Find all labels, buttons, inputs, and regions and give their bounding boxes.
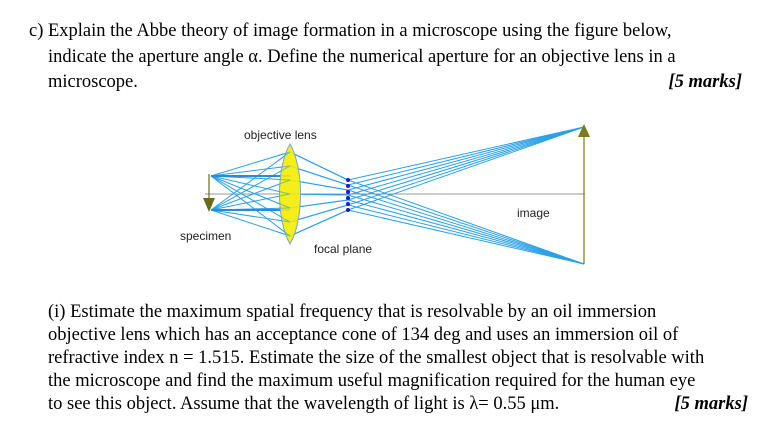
ray [277, 190, 291, 195]
ray [210, 175, 291, 237]
question-i-line-5: to see this object. Assume that the wave… [48, 394, 560, 414]
ray [277, 214, 291, 223]
ray [347, 199, 585, 265]
ray [289, 151, 349, 181]
label-focal-plane: focal plane [314, 242, 372, 256]
question-c-line-2: indicate the aperture angle α. Define th… [48, 47, 676, 67]
specimen-arrow [203, 174, 215, 212]
ray [277, 165, 291, 169]
ray [347, 184, 585, 265]
question-i-line-4: the microscope and find the maximum usef… [48, 371, 696, 391]
focal-plane-dots [346, 178, 350, 212]
ray [210, 193, 291, 211]
ray [210, 175, 291, 195]
ray [210, 175, 291, 209]
ray [277, 151, 291, 162]
question-c-line-3: microscope. [48, 72, 138, 92]
ray [347, 126, 585, 181]
ray [277, 193, 291, 197]
ray [347, 126, 585, 211]
ray [210, 179, 291, 211]
ray [210, 151, 291, 211]
ray [347, 179, 585, 265]
label-image: image [517, 206, 550, 220]
ray-bundle-overlay [277, 151, 291, 237]
ray [277, 165, 291, 174]
ray [277, 178, 291, 181]
ray-bundle [210, 126, 585, 265]
ray [210, 209, 291, 237]
ray [347, 126, 585, 201]
ray [289, 209, 349, 237]
ray [277, 219, 291, 223]
ray [289, 165, 349, 186]
ray [210, 175, 291, 223]
ray [289, 204, 349, 223]
ray [347, 126, 585, 191]
ray [347, 209, 585, 265]
ray [277, 179, 291, 186]
ray [277, 226, 291, 237]
ray [210, 209, 291, 223]
ray [347, 126, 585, 186]
question-i-line-3: refractive index n = 1.515. Estimate the… [48, 348, 705, 368]
label-objective-lens: objective lens [244, 128, 317, 142]
ray [347, 204, 585, 265]
ray [347, 126, 585, 206]
question-i-line-1: (i) Estimate the maximum spatial frequen… [48, 302, 657, 322]
ray [277, 151, 291, 157]
label-specimen: specimen [180, 229, 231, 243]
ray [347, 194, 585, 265]
ray [277, 202, 291, 209]
ray [347, 189, 585, 265]
question-c-line-1: c) Explain the Abbe theory of image form… [29, 21, 672, 41]
question-c-marks: [5 marks] [668, 72, 743, 92]
image-arrow [578, 124, 590, 264]
question-i-marks: [5 marks] [674, 394, 749, 414]
ray [210, 165, 291, 211]
ray [347, 126, 585, 196]
ray [210, 151, 291, 177]
ray [277, 231, 291, 237]
ray [210, 165, 291, 177]
question-i-line-2: objective lens which has an acceptance c… [48, 325, 679, 345]
